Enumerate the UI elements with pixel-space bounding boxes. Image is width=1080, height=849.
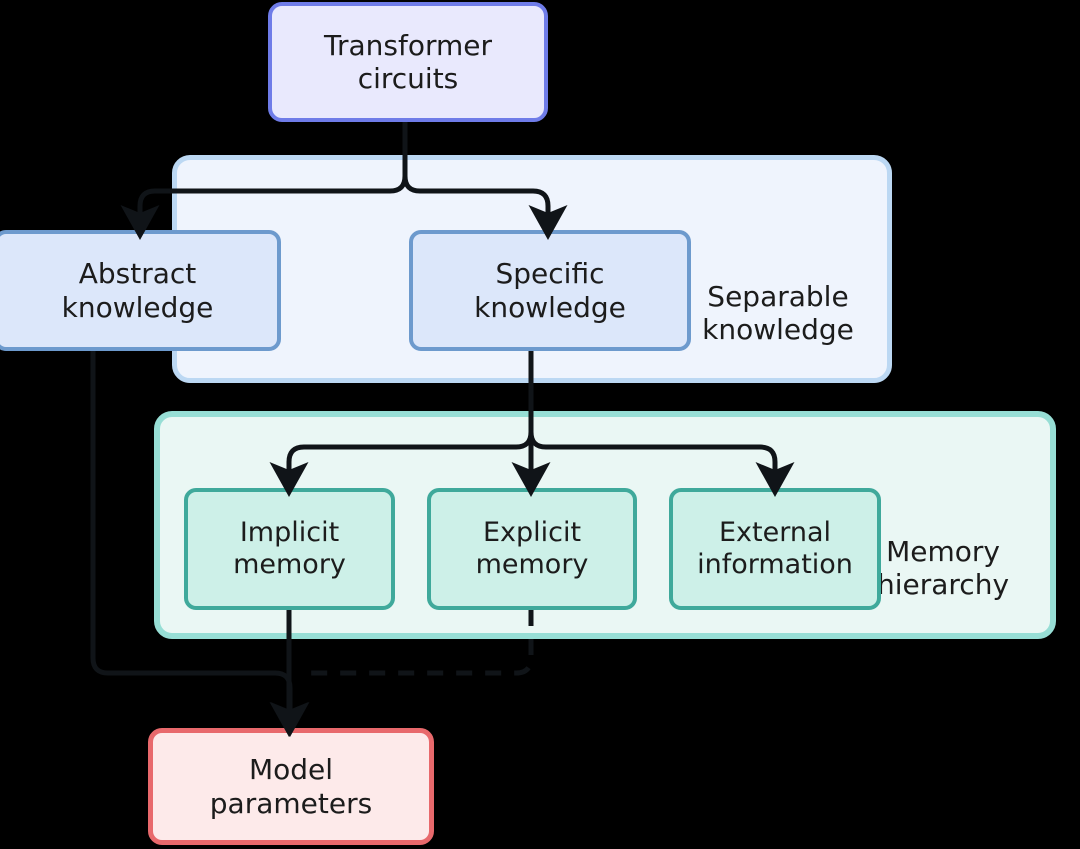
node-abstract-knowledge[interactable]: Abstract knowledge bbox=[0, 230, 281, 351]
node-specific-knowledge-line2: knowledge bbox=[474, 290, 626, 324]
node-abstract-knowledge-line2: knowledge bbox=[61, 290, 214, 324]
group-separable-knowledge-label-line1: Separable bbox=[707, 280, 849, 313]
node-specific-knowledge-line1: Specific bbox=[495, 257, 605, 291]
group-memory-hierarchy-label-line2: hierarchy bbox=[876, 568, 1010, 602]
node-transformer-circuits-line2: circuits bbox=[357, 62, 459, 95]
node-explicit-memory[interactable]: Explicit memory bbox=[427, 488, 637, 610]
node-explicit-memory-line2: memory bbox=[475, 549, 589, 580]
node-abstract-knowledge-label: Abstract knowledge bbox=[62, 257, 214, 323]
node-abstract-knowledge-line1: Abstract bbox=[78, 257, 197, 291]
group-memory-hierarchy-label-line1: Memory bbox=[886, 535, 1000, 568]
node-transformer-circuits[interactable]: Transformer circuits bbox=[268, 2, 548, 122]
node-model-parameters-line1: Model bbox=[248, 753, 334, 787]
node-model-parameters-line2: parameters bbox=[209, 786, 373, 820]
node-implicit-memory-line2: memory bbox=[233, 549, 346, 580]
node-implicit-memory-line1: Implicit bbox=[239, 517, 340, 549]
node-explicit-memory-label: Explicit memory bbox=[476, 517, 589, 581]
node-implicit-memory-label: Implicit memory bbox=[233, 517, 346, 581]
node-external-information-label: External information bbox=[697, 517, 853, 581]
group-memory-hierarchy-label: Memory hierarchy bbox=[848, 535, 1038, 601]
node-specific-knowledge-label: Specific knowledge bbox=[474, 257, 626, 323]
node-implicit-memory[interactable]: Implicit memory bbox=[184, 488, 395, 610]
node-external-information-line2: information bbox=[697, 549, 853, 580]
node-explicit-memory-line1: Explicit bbox=[482, 517, 582, 549]
group-separable-knowledge-label: Separable knowledge bbox=[683, 280, 873, 346]
node-transformer-circuits-line1: Transformer bbox=[323, 28, 492, 62]
node-specific-knowledge[interactable]: Specific knowledge bbox=[409, 230, 691, 351]
node-transformer-circuits-label: Transformer circuits bbox=[324, 29, 492, 95]
node-external-information[interactable]: External information bbox=[669, 488, 881, 610]
node-model-parameters[interactable]: Model parameters bbox=[148, 728, 434, 845]
group-separable-knowledge-label-line2: knowledge bbox=[702, 313, 854, 347]
node-model-parameters-label: Model parameters bbox=[210, 753, 372, 819]
node-external-information-line1: External bbox=[718, 517, 832, 549]
